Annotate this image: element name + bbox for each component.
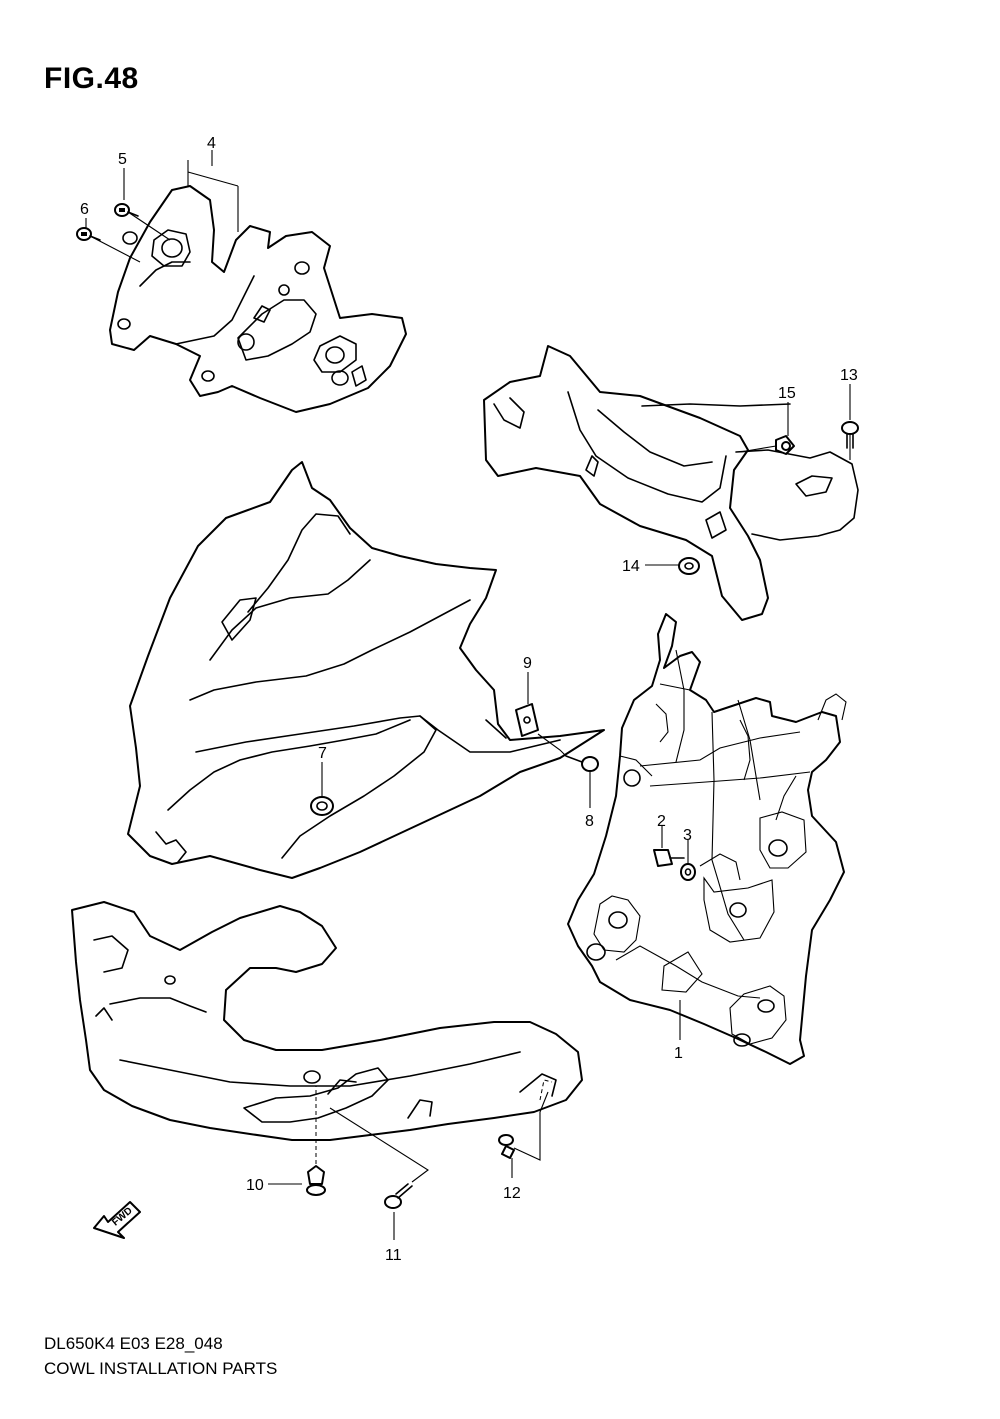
part-15-clip-nut[interactable] xyxy=(775,435,795,455)
part-11-screw[interactable] xyxy=(384,1183,413,1209)
part-2-bolt[interactable] xyxy=(653,849,685,867)
callout-4[interactable]: 4 xyxy=(207,135,216,152)
part-3-washer[interactable] xyxy=(680,863,696,881)
callout-14[interactable]: 14 xyxy=(622,558,640,575)
lower-cowl[interactable] xyxy=(71,901,583,1141)
part-14-grommet[interactable] xyxy=(678,557,700,575)
callout-7[interactable]: 7 xyxy=(318,745,327,762)
part-8-screw[interactable] xyxy=(565,755,599,772)
part-4-meter-bracket[interactable] xyxy=(109,185,407,413)
part-10-rivet[interactable] xyxy=(306,1165,326,1196)
callout-labels: 1 2 3 4 5 6 7 8 9 10 11 12 13 14 15 xyxy=(80,135,858,1264)
part-1-cowl-brace[interactable] xyxy=(567,613,847,1065)
callout-1[interactable]: 1 xyxy=(674,1045,683,1062)
model-code: DL650K4 E03 E28_048 xyxy=(44,1334,223,1353)
callout-2[interactable]: 2 xyxy=(657,813,666,830)
callout-6[interactable]: 6 xyxy=(80,201,89,218)
figure-caption: COWL INSTALLATION PARTS xyxy=(44,1359,278,1378)
callout-8[interactable]: 8 xyxy=(585,813,594,830)
inner-cowl-upper-right[interactable] xyxy=(483,345,859,621)
callout-9[interactable]: 9 xyxy=(523,655,532,672)
upper-cowl[interactable] xyxy=(127,461,605,879)
figure-title: FIG.48 xyxy=(44,62,139,95)
callout-15[interactable]: 15 xyxy=(778,385,796,402)
callout-11[interactable]: 11 xyxy=(385,1247,402,1264)
callout-5[interactable]: 5 xyxy=(118,151,127,168)
callout-3[interactable]: 3 xyxy=(683,827,692,844)
part-6-screw[interactable] xyxy=(76,227,101,241)
callout-13[interactable]: 13 xyxy=(840,367,858,384)
leader-lines xyxy=(85,150,851,1240)
fwd-arrow-icon: FWD xyxy=(93,1201,141,1239)
callout-12[interactable]: 12 xyxy=(503,1185,521,1202)
callout-10[interactable]: 10 xyxy=(246,1177,264,1194)
part-9-clip-nut[interactable] xyxy=(515,703,539,737)
part-7-grommet[interactable] xyxy=(310,796,334,816)
part-12-rivet[interactable] xyxy=(498,1134,515,1159)
part-5-screw[interactable] xyxy=(114,203,139,217)
